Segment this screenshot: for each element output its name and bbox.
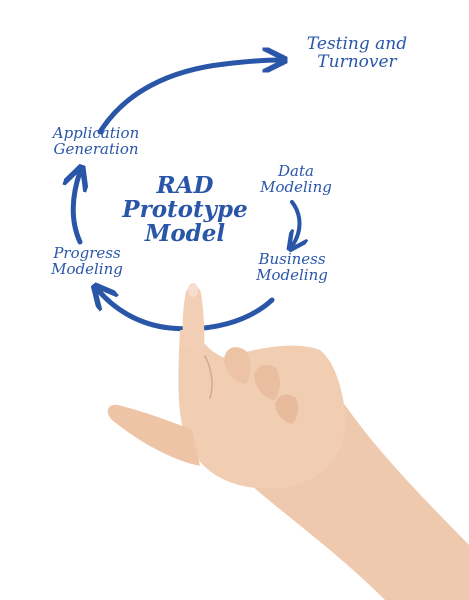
arrow-business-to-progress	[98, 290, 275, 332]
node-application-generation: Application Generation	[34, 124, 158, 158]
center-title-line-1: RAD	[156, 172, 214, 199]
curled-finger-1	[224, 347, 251, 384]
node-business-modeling: Business Modeling	[240, 250, 344, 284]
curled-finger-3	[275, 394, 299, 424]
node-business-line-1: Business	[258, 250, 326, 268]
node-progress-modeling: Progress Modeling	[38, 244, 136, 278]
center-title: RAD Prototype Model	[114, 172, 256, 248]
thumb	[107, 404, 200, 466]
center-title-line-3: Model	[144, 220, 226, 248]
node-data-line-1: Data	[278, 162, 314, 180]
knuckle-crease	[204, 355, 213, 399]
hand-back	[178, 330, 346, 489]
arrow-application-to-testing	[97, 60, 280, 135]
node-testing-line-1: Testing and	[306, 34, 408, 54]
node-progress-line-1: Progress	[53, 244, 121, 262]
node-data-line-2: Modeling	[260, 177, 332, 196]
node-progress-line-2: Modeling	[51, 259, 123, 278]
pointing-hand-image	[107, 283, 469, 600]
index-finger	[182, 286, 205, 356]
node-business-line-2: Modeling	[256, 265, 328, 284]
node-data-modeling: Data Modeling	[246, 162, 346, 196]
arrow-progress-to-application	[73, 172, 80, 245]
fingernail	[188, 283, 198, 297]
node-testing-turnover: Testing and Turnover	[282, 34, 432, 72]
arrow-data-to-business	[292, 200, 300, 246]
node-application-line-2: Generation	[53, 139, 139, 158]
curled-finger-2	[254, 364, 280, 400]
node-testing-line-2: Turnover	[317, 51, 397, 72]
center-title-line-2: Prototype	[122, 196, 248, 224]
node-application-line-1: Application	[52, 124, 140, 142]
